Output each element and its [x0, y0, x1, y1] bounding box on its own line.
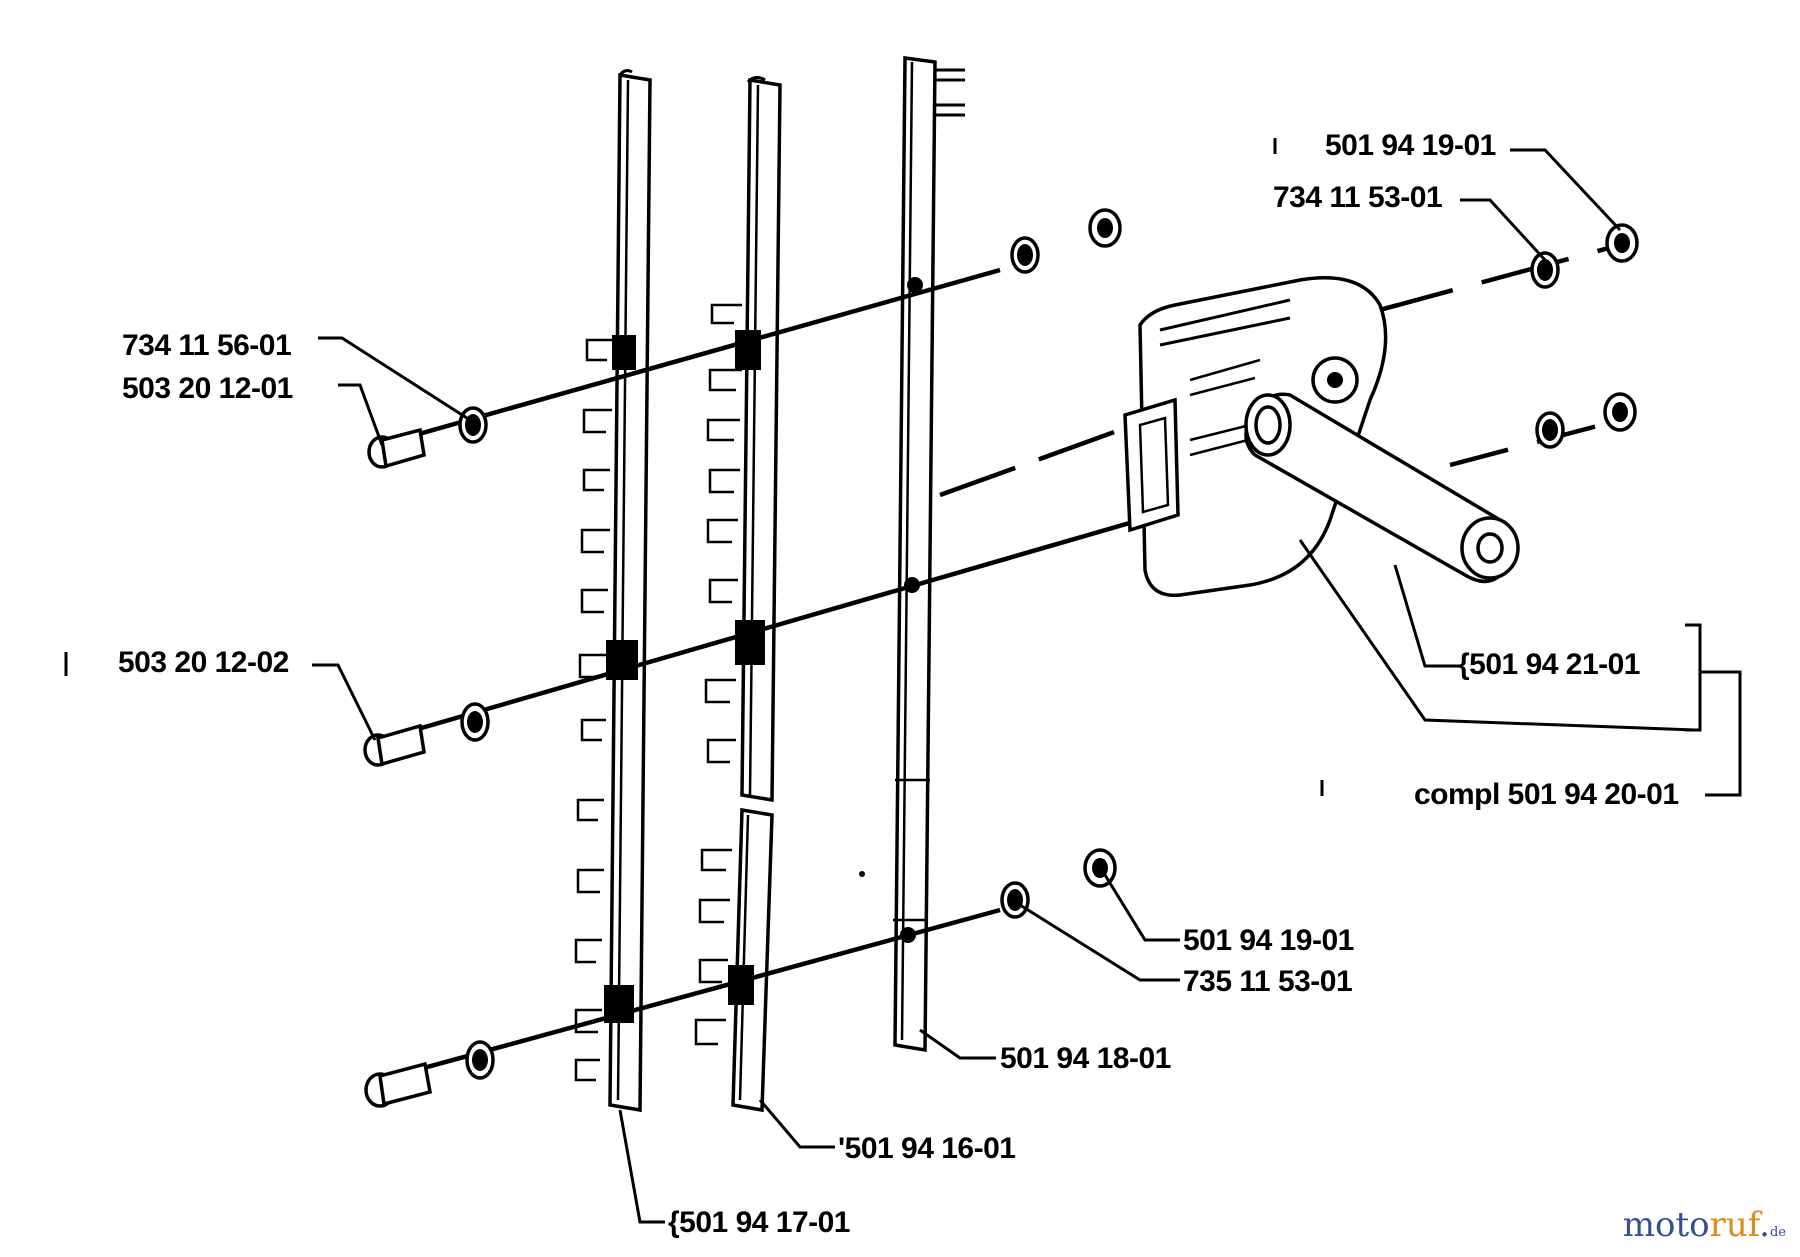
rack-plate-left: [574, 69, 652, 1113]
part-label-rack-middle: '501 94 16-01: [838, 1132, 1015, 1165]
bolt-upper: [367, 406, 488, 469]
nuts-lower-right: [1000, 848, 1117, 919]
bolt-middle: [363, 702, 490, 767]
part-label-rack-right: 501 94 18-01: [1000, 1042, 1171, 1075]
lever-handle-assembly: [1123, 276, 1520, 598]
part-label-lower-nut: 501 94 19-01: [1183, 924, 1354, 957]
speckles: [64, 138, 1324, 877]
part-label-bolt-middle-left: 503 20 12-02: [118, 646, 289, 679]
nuts-handle-top: [1530, 223, 1639, 289]
nuts-upper-right: [1010, 208, 1122, 274]
part-label-upper-nut: 501 94 19-01: [1325, 129, 1496, 162]
part-label-handle-complete: compl 501 94 20-01: [1414, 778, 1679, 811]
part-label-upper-washer: 734 11 53-01: [1273, 181, 1442, 214]
part-label-washer-upper-left: 734 11 56-01: [122, 329, 291, 362]
part-label-rack-left: {501 94 17-01: [668, 1206, 850, 1239]
part-label-handle-tube: {501 94 21-01: [1458, 648, 1640, 681]
assembly-axes: [379, 242, 1621, 1083]
part-label-lower-washer: 735 11 53-01: [1183, 965, 1352, 998]
bolt-lower: [364, 1040, 495, 1108]
watermark-logo: motoruf.de: [1622, 1205, 1786, 1245]
nuts-handle-middle: [1535, 392, 1637, 449]
part-label-bolt-upper-left: 503 20 12-01: [122, 372, 293, 405]
rack-plate-middle: [694, 75, 782, 1113]
rack-plate-right: [893, 56, 965, 1053]
leader-lines: [312, 148, 1742, 1224]
